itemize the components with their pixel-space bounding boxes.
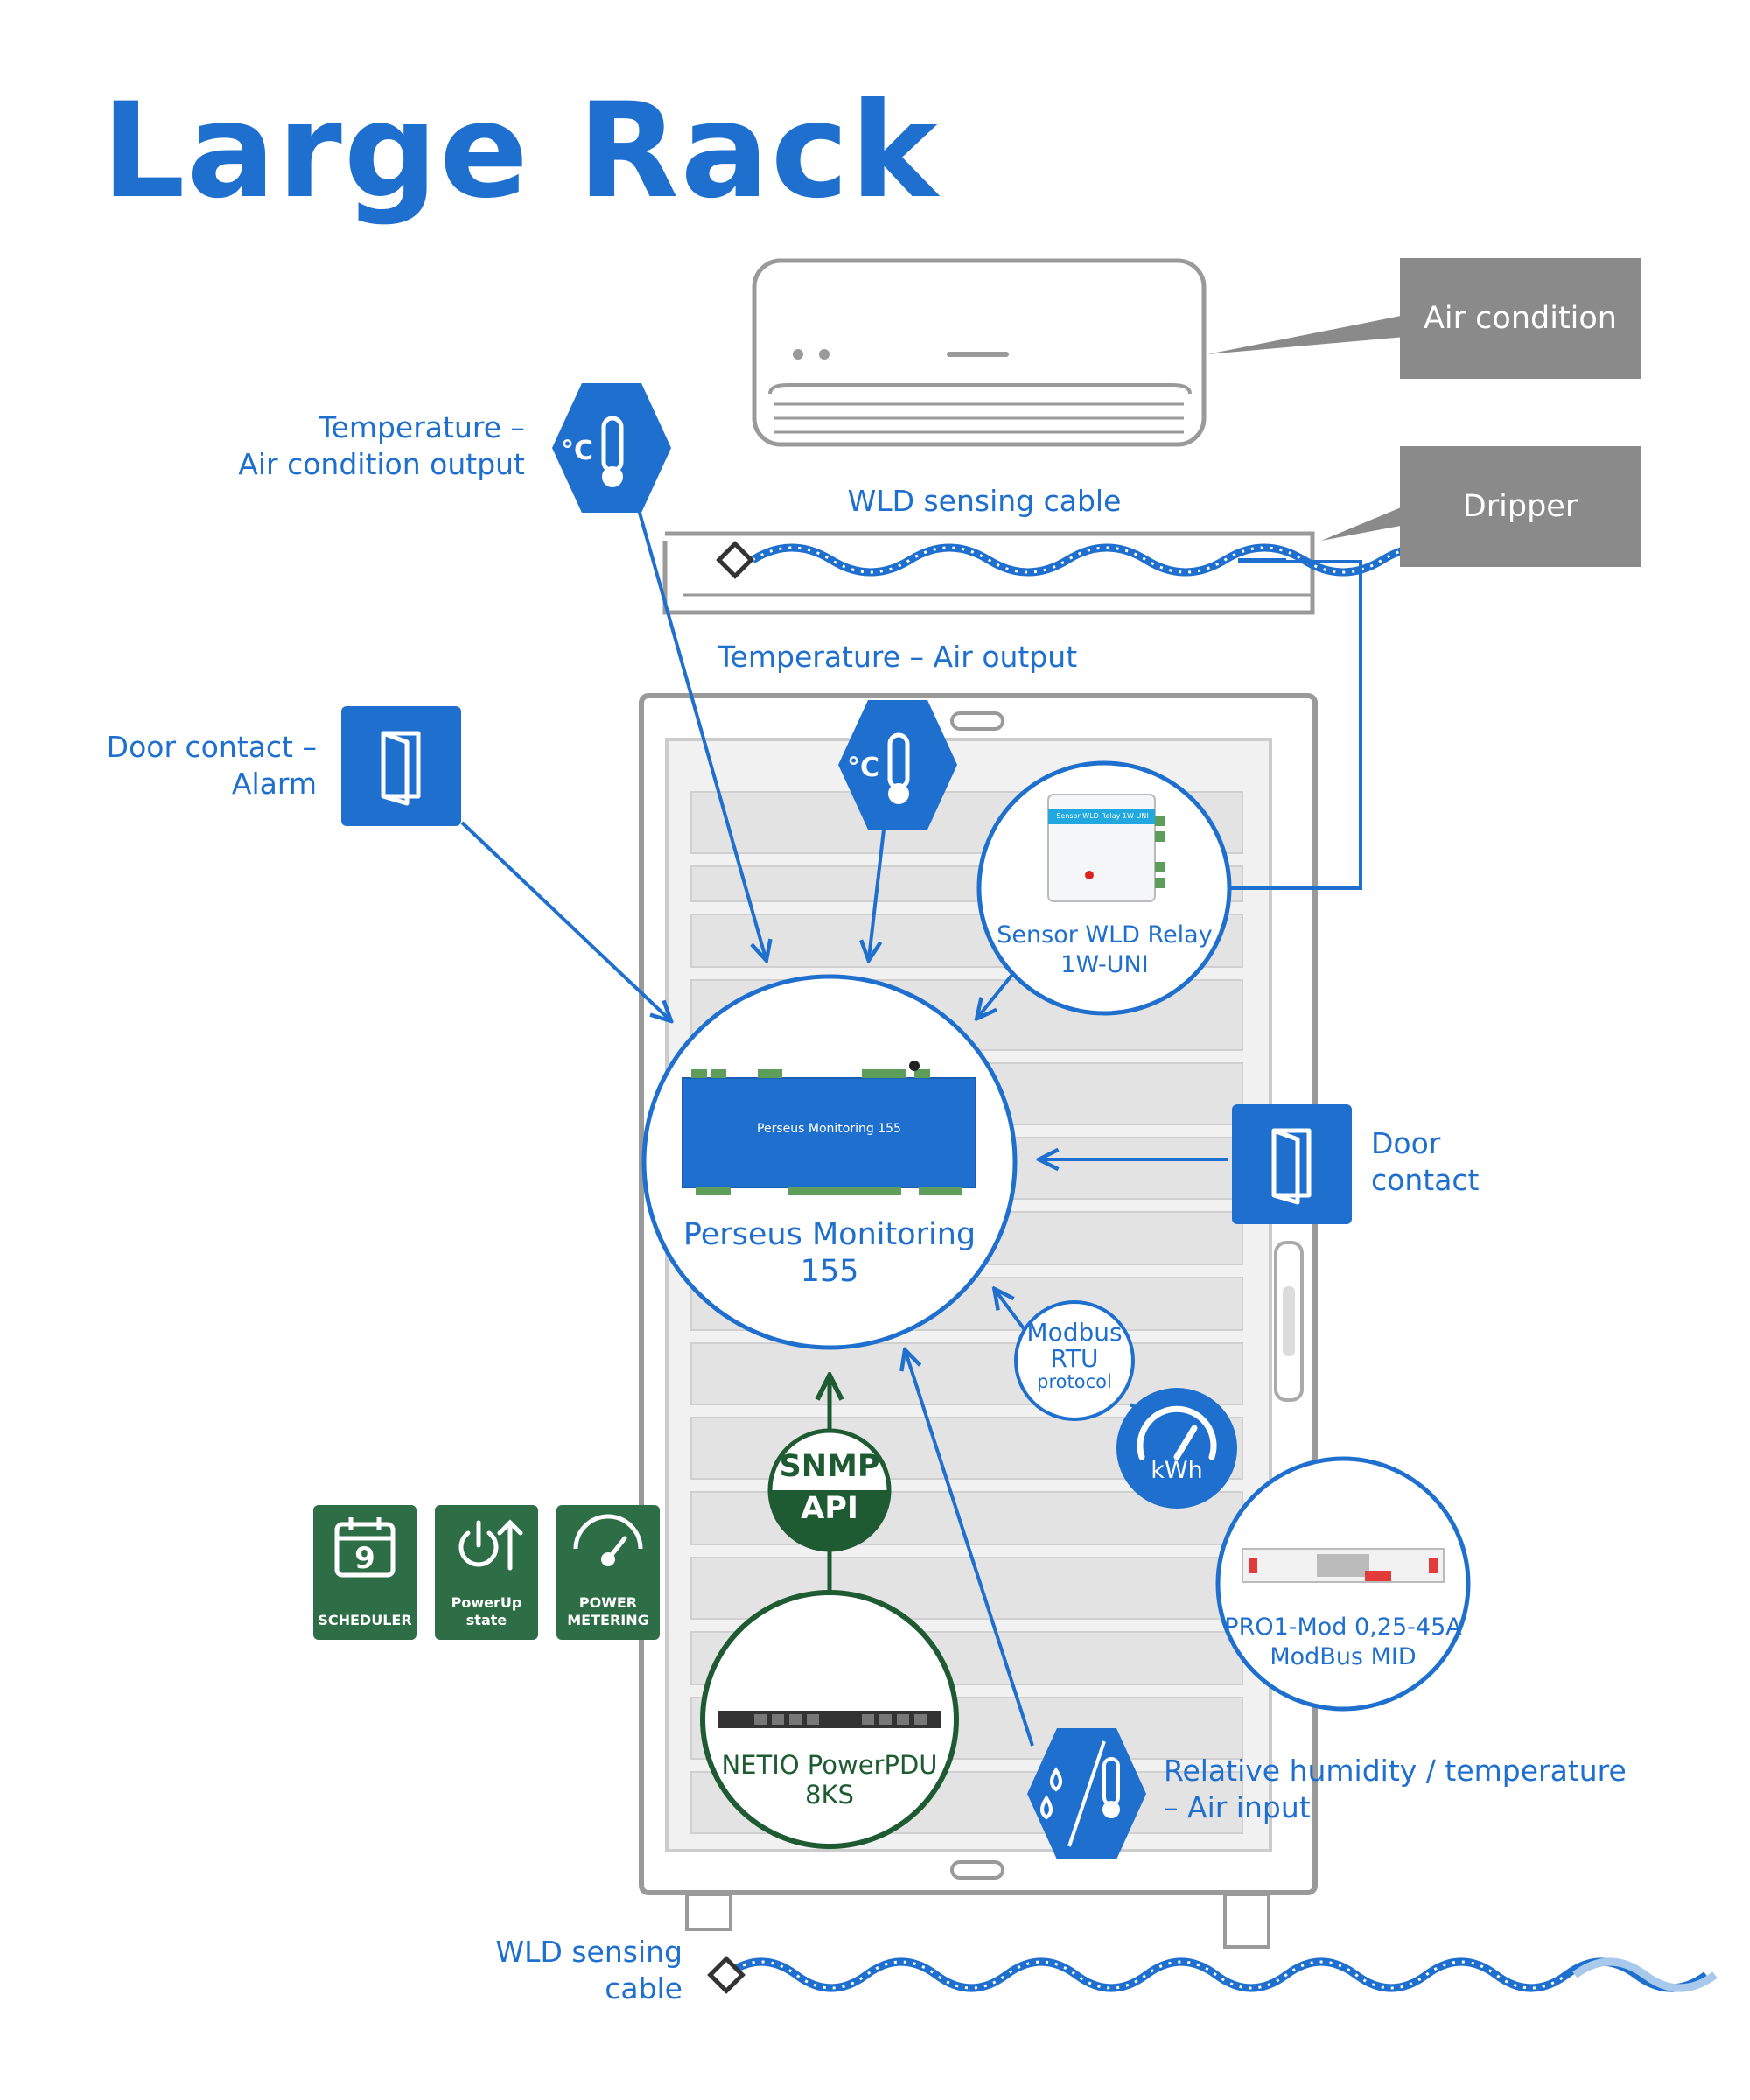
tile-scheduler-caption: SCHEDULER [318,1612,412,1628]
perseus-node [641,974,1018,1350]
tile-power-metering: POWER METERING [556,1505,660,1640]
snmp-label: SNMP API [779,1449,880,1526]
arrow-air-temp [869,829,886,958]
door-alarm-label: Door contact – Alarm [106,730,317,801]
wld-relay-wire [1223,560,1362,890]
tile-scheduler: 9 SCHEDULER [313,1505,416,1640]
perseus-device-text: Perseus Monitoring 155 [757,1122,901,1136]
modbus-node [1014,1300,1135,1421]
temp-ac-hex [552,383,671,513]
svg-text:9: 9 [354,1541,375,1576]
temp-air-label: Temperature – Air output [718,640,1078,674]
kwh-node [1116,1388,1237,1508]
kwh-label: kWh [1151,1457,1203,1484]
pro1-node [1215,1456,1471,1712]
perseus-label: Perseus Monitoring 155 [682,1217,976,1289]
wld-bottom-label: WLD sensing cable [495,1935,682,2006]
power-up-icon [458,1519,523,1571]
dripper-tag: Dripper [1400,446,1641,567]
snmp-node [767,1428,892,1552]
calendar-icon: 9 [334,1517,396,1578]
wld-cable-top [716,541,1464,579]
celsius-icon: °C [847,752,880,783]
celsius-icon: °C [561,436,594,466]
arrow-modbus [996,1291,1030,1336]
door-contact-label: Door contact [1371,1126,1480,1197]
door-alarm-square [341,706,461,826]
arrow-door-alarm [460,821,669,1019]
wld-top-label: WLD sensing cable [847,484,1122,518]
gauge-icon [573,1514,643,1566]
temp-ac-label: Temperature – Air condition output [238,410,525,481]
door-contact-square [1232,1104,1352,1224]
ac-pointer [1208,315,1405,354]
wld-relay-node [976,760,1232,1016]
humidity-hex [1027,1728,1146,1859]
dripper-tray [662,531,1315,615]
wld-cable-bottom [707,1956,1718,1994]
air-condition-tag: Air condition [1400,258,1641,379]
wld-relay-device-text: Sensor WLD Relay 1W-UNI [1056,812,1149,820]
pro1-label: PRO1-Mod 0,25-45A ModBus MID [1224,1614,1462,1670]
air-conditioner [752,258,1207,447]
arrow-humidity [906,1352,1034,1746]
netio-node [700,1590,959,1849]
humidity-label: Relative humidity / temperature – Air in… [1164,1754,1627,1824]
page-title: Large Rack [102,75,940,228]
modbus-label: Modbus RTU protocol [1026,1318,1123,1392]
temp-air-hex [838,700,957,830]
netio-label: NETIO PowerPDU 8KS [721,1750,938,1810]
tile-power-metering-caption: POWER METERING [567,1594,649,1628]
wld-relay-label: Sensor WLD Relay 1W-UNI [997,921,1213,978]
arrow-ac-temp [633,494,766,958]
arrow-wld-relay [978,970,1017,1017]
tile-powerup-caption: PowerUp state [451,1594,522,1628]
dripper-pointer [1321,506,1405,541]
tile-powerup: PowerUp state [435,1505,538,1640]
